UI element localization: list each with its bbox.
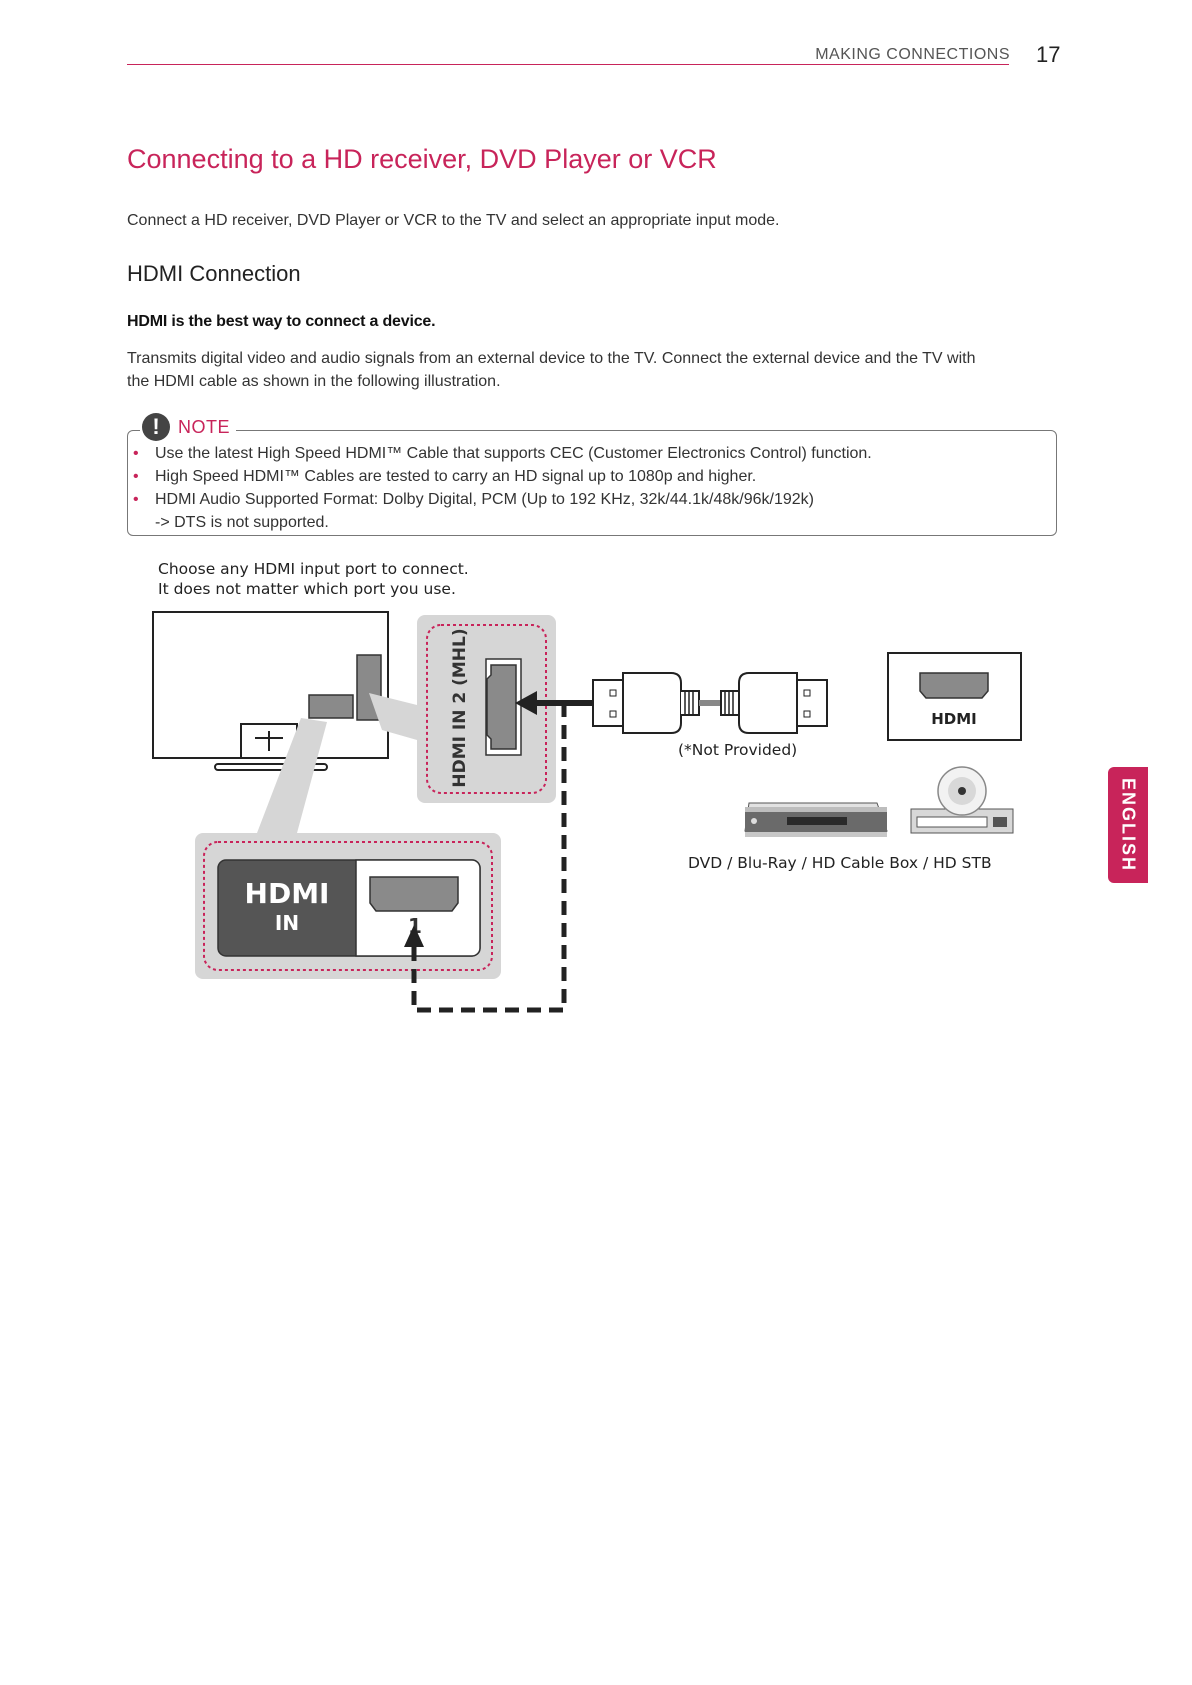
note-item: • HDMI Audio Supported Format: Dolby Digi… [133, 488, 872, 511]
hdmi-connection-diagram: Choose any HDMI input port to connect. I… [152, 560, 1022, 1013]
language-side-tab: ENGLISH [1108, 767, 1148, 883]
devices-caption: DVD / Blu-Ray / HD Cable Box / HD STB [688, 854, 992, 872]
set-top-box-icon [910, 766, 1014, 834]
hdmi-best-way-text: HDMI is the best way to connect a device… [127, 313, 436, 330]
note-item: • Use the latest High Speed HDMI™ Cable t… [133, 442, 872, 465]
note-item-text: Use the latest High Speed HDMI™ Cable th… [155, 445, 872, 462]
bullet-icon: • [133, 491, 139, 508]
exclamation-icon: ! [142, 413, 170, 441]
hdmi-cable-icon [592, 672, 828, 734]
callout-wedge-port1 [257, 718, 327, 833]
diagram-caption-line-1: Choose any HDMI input port to connect. [158, 560, 469, 578]
bullet-icon: • [133, 445, 139, 462]
diagram-caption-line-2: It does not matter which port you use. [158, 580, 456, 598]
device-port-label: HDMI [931, 710, 977, 728]
arrow-up-icon [404, 925, 424, 947]
hdmi-connection-heading: HDMI Connection [127, 261, 301, 286]
hdmi-description-line-1: Transmits digital video and audio signal… [127, 350, 976, 367]
port1-logo: HDMI [245, 877, 330, 910]
port2-label: HDMI IN 2 (MHL) [450, 628, 470, 787]
language-tab-label: ENGLISH [1118, 777, 1139, 873]
page-title: Connecting to a HD receiver, DVD Player … [127, 144, 717, 174]
cable-not-provided-note: (*Not Provided) [678, 741, 797, 759]
intro-text: Connect a HD receiver, DVD Player or VCR… [127, 212, 780, 229]
note-item-continuation: -> DTS is not supported. [155, 514, 329, 531]
header-divider [127, 64, 1009, 65]
arrow-left-icon [515, 691, 537, 715]
hdmi-in-2-port-callout: HDMI IN 2 (MHL) [417, 615, 556, 803]
note-list: • Use the latest High Speed HDMI™ Cable t… [133, 442, 872, 534]
note-label: NOTE [178, 416, 231, 437]
bullet-icon: • [133, 468, 139, 485]
tv-back-icon [152, 611, 389, 771]
dashed-route-line [411, 703, 567, 1013]
dvd-player-icon [744, 802, 888, 837]
page-number: 17 [1036, 42, 1061, 67]
note-item-text: High Speed HDMI™ Cables are tested to ca… [155, 468, 757, 485]
hdmi-description-line-2: the HDMI cable as shown in the following… [127, 373, 501, 390]
note-item-text: HDMI Audio Supported Format: Dolby Digit… [155, 491, 814, 508]
note-header: ! NOTE [140, 411, 237, 443]
note-box [127, 430, 1057, 536]
callout-wedge-port2 [369, 693, 417, 740]
port1-in-label: IN [275, 911, 299, 935]
header-section-title: MAKING CONNECTIONS [815, 46, 1010, 63]
device-hdmi-port: HDMI [887, 652, 1022, 741]
note-item: • High Speed HDMI™ Cables are tested to c… [133, 465, 872, 488]
hdmi-description: Transmits digital video and audio signal… [127, 347, 1057, 393]
hdmi-in-1-port-callout: HDMI IN 1 [195, 833, 501, 979]
